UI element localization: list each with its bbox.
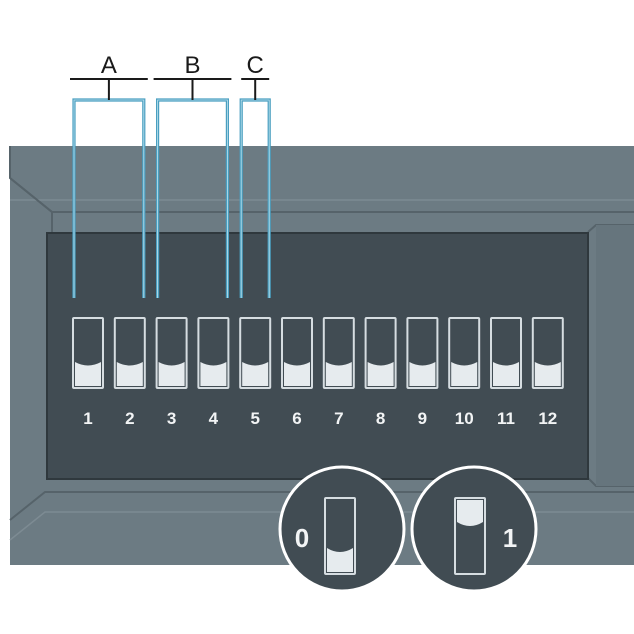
dip-switch-frame — [281, 317, 313, 389]
legend-on-label: 1 — [503, 523, 517, 553]
dip-switch-number: 6 — [292, 409, 301, 428]
dip-switch-slider — [200, 362, 227, 386]
dip-switch-frame — [448, 317, 481, 389]
dip-switch-6[interactable]: 6 — [281, 317, 313, 428]
dip-switch-frame — [113, 317, 146, 389]
group-b: B — [153, 52, 232, 298]
dip-switch-slider — [534, 362, 561, 386]
dip-switch-slider — [242, 362, 269, 386]
dip-switch-number: 7 — [334, 409, 343, 428]
group-label: B — [184, 52, 200, 79]
group-brackets: A B C — [70, 52, 271, 298]
dip-switch-1[interactable]: 1 — [72, 317, 104, 428]
dip-switch-frame — [197, 317, 230, 389]
dip-switch-2[interactable]: 2 — [113, 317, 146, 428]
dip-switch-number: 11 — [497, 409, 515, 428]
dip-switch-frame — [239, 317, 272, 389]
dip-switch-number: 8 — [376, 409, 385, 428]
dip-switch-11[interactable]: 11 — [490, 317, 522, 428]
dip-switch-slider — [158, 362, 185, 386]
dip-switch-frame — [490, 317, 522, 389]
dip-switch-number: 5 — [250, 409, 259, 428]
switch-panel — [46, 232, 589, 480]
dip-switch-frame — [406, 317, 439, 389]
dip-switch-slider — [284, 362, 310, 386]
dip-switch-number: 1 — [83, 409, 92, 428]
dip-switch-4[interactable]: 4 — [197, 317, 230, 428]
dip-switch-frame — [364, 317, 397, 389]
dip-switch-number: 9 — [418, 409, 427, 428]
dip-switch-frame — [322, 317, 355, 389]
dip-switch-slider — [116, 362, 143, 386]
legend-off-switch — [324, 497, 356, 575]
dip-switch-number: 10 — [455, 409, 474, 428]
dip-switch-frame — [155, 317, 188, 389]
dip-switch-slider — [451, 362, 478, 386]
dip-switch-3[interactable]: 3 — [155, 317, 188, 428]
legend-on-switch — [454, 497, 486, 575]
dip-switch-slider — [325, 362, 352, 386]
dip-switch-9[interactable]: 9 — [406, 317, 439, 428]
dip-switch-slider — [493, 362, 519, 386]
dip-switch-slider — [367, 362, 394, 386]
dip-switch-7[interactable]: 7 — [322, 317, 355, 428]
dip-switch-frame — [72, 317, 104, 389]
group-c: C — [239, 52, 271, 298]
dip-switch-10[interactable]: 10 — [448, 317, 481, 428]
legend-off-label: 0 — [295, 523, 309, 553]
dip-switch-number: 4 — [209, 409, 219, 428]
dip-switch-8[interactable]: 8 — [364, 317, 397, 428]
group-a: A — [70, 52, 148, 298]
dip-switch-12[interactable]: 12 — [531, 317, 564, 428]
dip-switch-number: 12 — [538, 409, 557, 428]
dip-switch-frame — [531, 317, 564, 389]
dip-switch-number: 2 — [125, 409, 134, 428]
dip-switch-slider — [409, 362, 436, 386]
group-label: C — [247, 52, 264, 79]
dip-switch-number: 3 — [167, 409, 176, 428]
group-label: A — [101, 52, 117, 79]
dip-switch-slider — [75, 362, 101, 386]
legend-off: 0 — [278, 465, 406, 593]
legend-on: 1 — [410, 465, 538, 593]
dip-switch-5[interactable]: 5 — [239, 317, 272, 428]
